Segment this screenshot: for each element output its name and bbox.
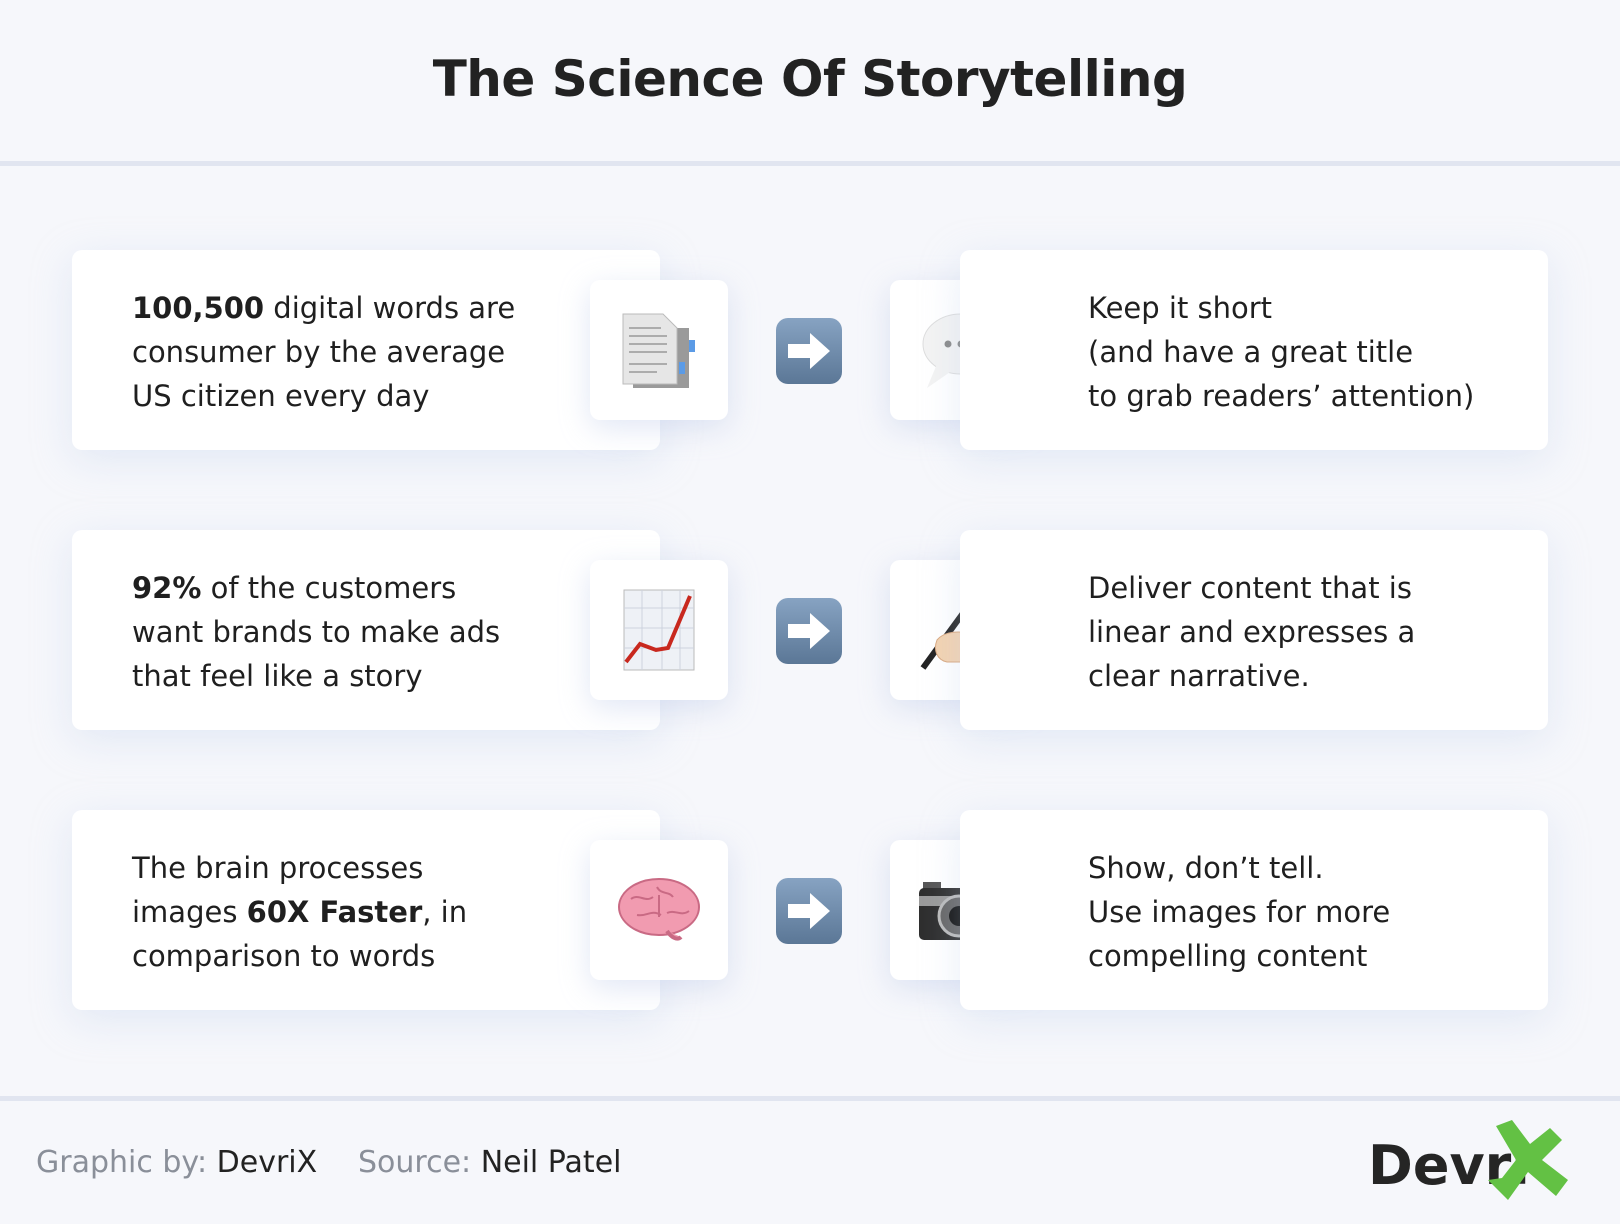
tip-card-3: Show, don’t tell. Use images for more co… xyxy=(960,810,1548,1010)
fact-card-3: The brain processes images 60X Faster, i… xyxy=(72,810,660,1010)
fact-highlight: 100,500 xyxy=(132,291,265,325)
arrow-right-icon xyxy=(776,318,842,384)
fact-card-1: 100,500 digital words are consumer by th… xyxy=(72,250,660,450)
fact-text: want brands to make ads xyxy=(132,615,501,649)
header-divider xyxy=(0,161,1620,166)
graphic-label: Graphic by: xyxy=(36,1145,208,1180)
fact-text: images xyxy=(132,895,247,929)
tip-text: Use images for more xyxy=(1088,895,1391,929)
fact-text: US citizen every day xyxy=(132,379,430,413)
tip-text: Keep it short xyxy=(1088,291,1273,325)
fact-text: that feel like a story xyxy=(132,659,423,693)
source-label: Source: xyxy=(358,1145,472,1180)
tip-text: Show, don’t tell. xyxy=(1088,851,1324,885)
chart-increasing-icon xyxy=(590,560,728,700)
tip-card-1: Keep it short (and have a great title to… xyxy=(960,250,1548,450)
fact-text: of the customers xyxy=(201,571,457,605)
graphic-credit: Graphic by: DevriX xyxy=(36,1145,317,1180)
fact-highlight: 60X Faster xyxy=(246,895,423,929)
tip-card-2: Deliver content that is linear and expre… xyxy=(960,530,1548,730)
tip-text: Deliver content that is xyxy=(1088,571,1412,605)
graphic-value: DevriX xyxy=(216,1145,318,1180)
document-icon xyxy=(590,280,728,420)
fact-text: digital words are xyxy=(264,291,516,325)
fact-text: , in xyxy=(422,895,468,929)
tip-text: clear narrative. xyxy=(1088,659,1310,693)
brain-icon xyxy=(590,840,728,980)
devrix-logo: Devri xyxy=(1368,1120,1578,1200)
arrow-right-icon xyxy=(776,878,842,944)
tip-text: to grab readers’ attention) xyxy=(1088,379,1475,413)
source-credit: Source: Neil Patel xyxy=(358,1145,622,1180)
tip-text: linear and expresses a xyxy=(1088,615,1416,649)
footer-divider xyxy=(0,1096,1620,1101)
tip-text: (and have a great title xyxy=(1088,335,1414,369)
source-value: Neil Patel xyxy=(480,1145,622,1180)
fact-highlight: 92% xyxy=(132,571,202,605)
fact-text: comparison to words xyxy=(132,939,436,973)
fact-text: The brain processes xyxy=(132,851,424,885)
arrow-right-icon xyxy=(776,598,842,664)
fact-card-2: 92% of the customers want brands to make… xyxy=(72,530,660,730)
fact-text: consumer by the average xyxy=(132,335,506,369)
tip-text: compelling content xyxy=(1088,939,1368,973)
page-title: The Science Of Storytelling xyxy=(432,50,1188,108)
